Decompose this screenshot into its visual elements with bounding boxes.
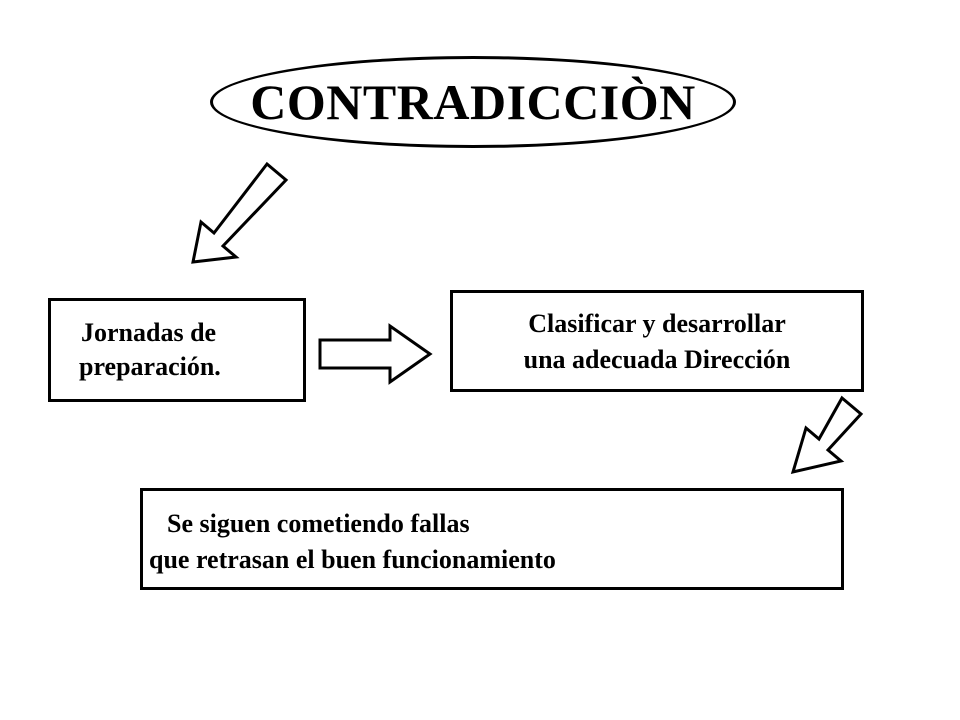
box-fallas-line2: que retrasan el buen funcionamiento: [149, 545, 556, 574]
box-jornadas-line1: Jornadas de: [81, 318, 217, 347]
title-oval: CONTRADICCIÒN: [210, 56, 736, 148]
box-jornadas: Jornadas de preparación.: [48, 298, 306, 402]
arrow-left-to-right-icon: [318, 323, 433, 385]
box-clasificar-line1: Clasificar y desarrollar: [528, 309, 786, 338]
box-fallas-line1: Se siguen cometiendo fallas: [167, 509, 470, 538]
box-jornadas-line2: preparación.: [79, 352, 221, 381]
box-fallas: Se siguen cometiendo fallas que retrasan…: [140, 488, 844, 590]
box-clasificar: Clasificar y desarrollar una adecuada Di…: [450, 290, 864, 392]
box-clasificar-line2: una adecuada Dirección: [523, 345, 791, 374]
diagram-title: CONTRADICCIÒN: [250, 74, 696, 130]
arrow-title-to-left-icon: [191, 161, 289, 264]
arrow-right-to-bottom-icon: [790, 395, 864, 475]
